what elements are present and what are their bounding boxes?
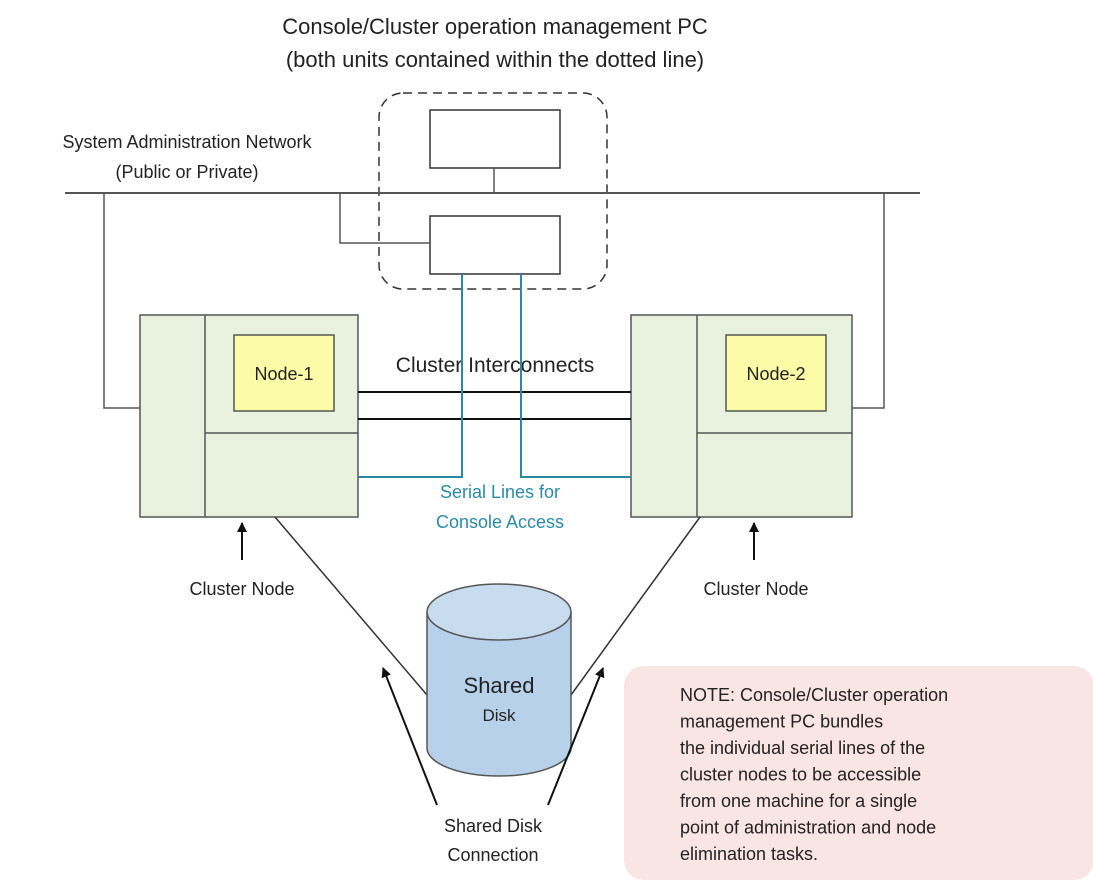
serial-label-line-2: Console Access xyxy=(436,512,564,532)
note-line: NOTE: Console/Cluster operation xyxy=(680,685,948,705)
network-drop-right xyxy=(852,193,885,409)
note-line: point of administration and node xyxy=(680,818,936,838)
lower-box-network-link xyxy=(339,193,430,244)
console-pc-enclosure xyxy=(378,92,608,290)
note-line: elimination tasks. xyxy=(680,844,818,864)
console-pc-lower-box xyxy=(429,215,561,275)
note-line: from one machine for a single xyxy=(680,791,917,811)
title-line-1: Console/Cluster operation management PC xyxy=(282,14,708,39)
network-drop-left xyxy=(103,193,140,409)
interconnect-label: Cluster Interconnects xyxy=(396,354,594,377)
shared-disk-label-line-2: Disk xyxy=(482,706,516,725)
cluster-node-caption-left: Cluster Node xyxy=(189,579,294,599)
console-pc-upper-box xyxy=(429,109,561,169)
shared-disk-label-line-1: Shared xyxy=(464,673,535,698)
serial-label-line-1: Serial Lines for xyxy=(440,482,560,502)
disk-connection-right xyxy=(570,516,701,696)
cluster-node-1 xyxy=(139,314,359,518)
note-box xyxy=(624,666,1093,880)
network-label-line-1: System Administration Network xyxy=(62,132,312,152)
disk-connection-label-line-2: Connection xyxy=(447,845,538,865)
note-line: cluster nodes to be accessible xyxy=(680,765,921,785)
serial-line-left xyxy=(358,274,463,478)
cluster-node-caption-right: Cluster Node xyxy=(703,579,808,599)
network-label-line-2: (Public or Private) xyxy=(115,162,258,182)
node-1-label-box xyxy=(233,334,335,412)
node-2-label: Node-2 xyxy=(746,364,805,384)
node-1-label: Node-1 xyxy=(254,364,313,384)
note-line: the individual serial lines of the xyxy=(680,738,925,758)
shared-disk xyxy=(426,583,572,777)
disk-connection-arrow-right xyxy=(547,667,605,806)
disk-connection-left xyxy=(274,516,428,696)
disk-connection-arrow-left xyxy=(381,667,438,806)
disk-connection-label-line-1: Shared Disk xyxy=(444,816,543,836)
node-2-label-box xyxy=(725,334,827,412)
cluster-node-2 xyxy=(630,314,853,518)
serial-line-right xyxy=(520,274,631,478)
note-text: NOTE: Console/Cluster operation managemen… xyxy=(680,685,948,864)
note-line: management PC bundles xyxy=(680,712,883,732)
title-line-2: (both units contained within the dotted … xyxy=(286,47,704,72)
